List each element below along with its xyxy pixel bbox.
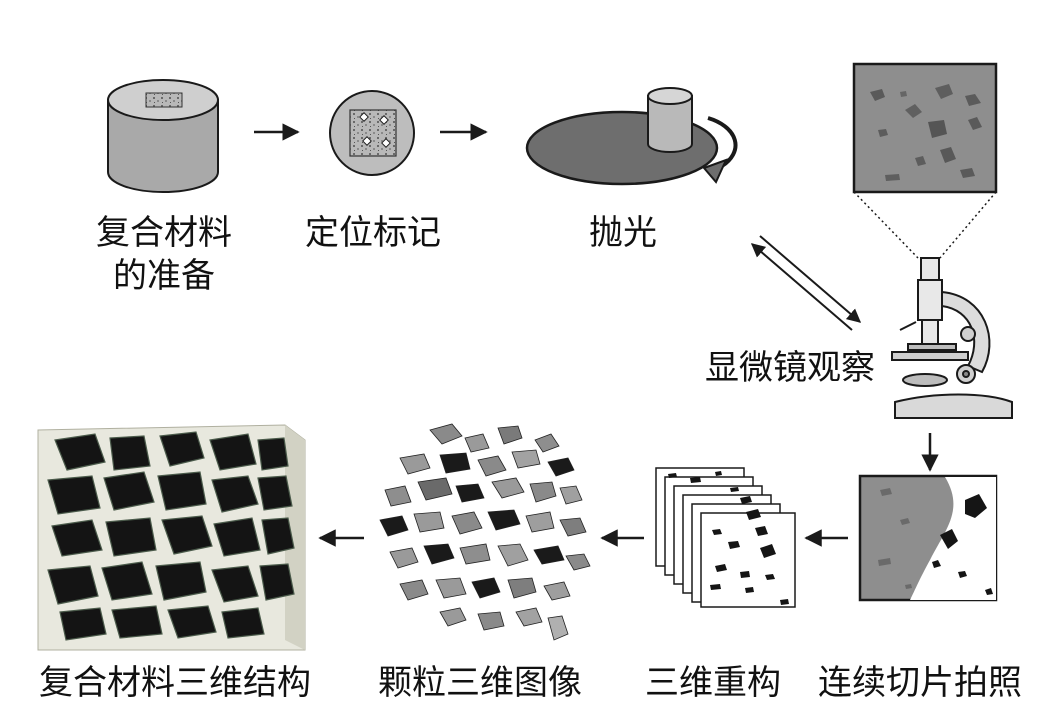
composite-sample-icon <box>107 79 219 193</box>
projection-line-left <box>853 191 919 259</box>
projection-line-right <box>939 191 997 259</box>
label-microscope: 显微镜观察 <box>705 348 875 388</box>
particle-3d-image <box>379 423 591 641</box>
label-particle-image: 颗粒三维图像 <box>378 663 582 703</box>
label-reconstruction: 三维重构 <box>645 663 781 703</box>
arrow-polish-to-microscope <box>759 235 862 323</box>
label-marking: 定位标记 <box>305 213 441 253</box>
micrograph-view <box>852 62 998 194</box>
label-composite-prep-line2: 的准备 <box>113 256 215 296</box>
slice-photo-image <box>858 474 998 602</box>
microscope-icon <box>891 257 1013 419</box>
composite-3d-block-image <box>37 424 306 651</box>
label-composite-structure: 复合材料三维结构 <box>39 663 311 703</box>
label-polishing: 抛光 <box>589 213 657 253</box>
label-slice-photo: 连续切片拍照 <box>818 663 1022 703</box>
marked-disc-icon <box>329 90 415 176</box>
arrow-microscope-to-polish <box>750 243 853 331</box>
slice-stack-image <box>655 467 796 608</box>
polishing-wheel-icon <box>525 87 738 186</box>
label-composite-prep-line1: 复合材料 <box>96 213 232 253</box>
